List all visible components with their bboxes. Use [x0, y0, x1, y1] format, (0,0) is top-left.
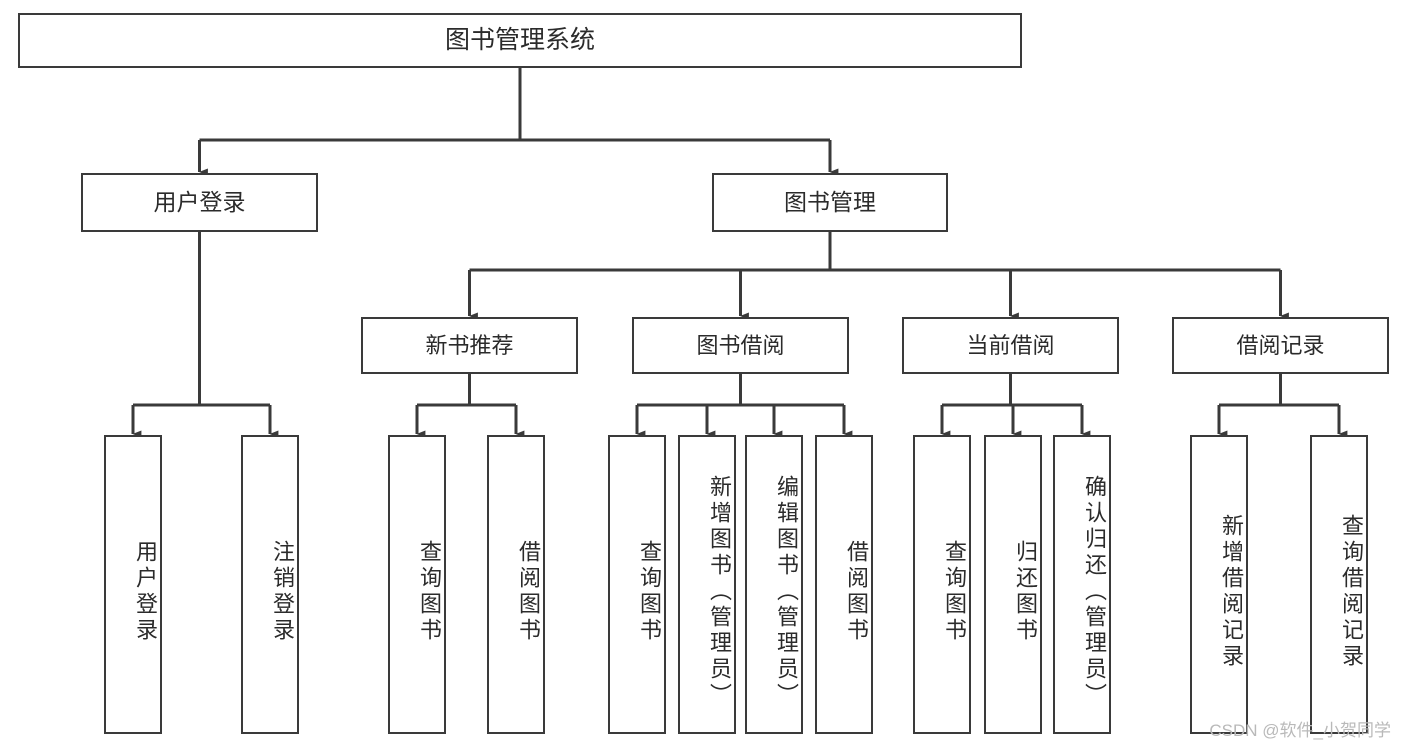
node-leaf-cur-confirm-return[interactable]: 确认归还（管理员） [1053, 435, 1111, 734]
node-label: 查询图书 [637, 539, 662, 644]
node-label: 查询图书 [942, 539, 967, 644]
node-book-borrow[interactable]: 图书借阅 [632, 317, 849, 374]
node-leaf-borrow-lend-book[interactable]: 借阅图书 [815, 435, 873, 734]
node-label: 用户登录 [133, 539, 158, 644]
node-leaf-rec-query-record[interactable]: 查询借阅记录 [1310, 435, 1368, 734]
node-leaf-rec-query-book[interactable]: 查询图书 [388, 435, 446, 734]
node-label: 用户登录 [153, 188, 246, 215]
node-book-manage[interactable]: 图书管理 [712, 173, 948, 232]
node-leaf-cur-query-book[interactable]: 查询图书 [913, 435, 971, 734]
node-label: 查询借阅记录 [1339, 513, 1364, 670]
node-leaf-borrow-edit-book[interactable]: 编辑图书（管理员） [745, 435, 803, 734]
node-label: 借阅图书 [844, 539, 869, 644]
node-root[interactable]: 图书管理系统 [18, 13, 1022, 68]
node-label: 注销登录 [270, 539, 295, 644]
csdn-watermark: CSDN @软件_小贺同学 [1209, 721, 1391, 740]
node-leaf-borrow-query-book[interactable]: 查询图书 [608, 435, 666, 734]
node-label: 归还图书 [1013, 539, 1038, 644]
node-current-borrow[interactable]: 当前借阅 [902, 317, 1119, 374]
node-label: 编辑图书（管理员） [774, 474, 799, 709]
node-label: 图书管理 [784, 188, 876, 215]
node-leaf-user-logout[interactable]: 注销登录 [241, 435, 299, 734]
node-label: 新书推荐 [425, 332, 514, 358]
node-label: 新增借阅记录 [1219, 513, 1244, 670]
node-label: 查询图书 [417, 539, 442, 644]
node-label: 新增图书（管理员） [707, 474, 732, 709]
node-label: 确认归还（管理员） [1082, 474, 1107, 709]
node-leaf-rec-borrow-book[interactable]: 借阅图书 [487, 435, 545, 734]
node-label: 借阅记录 [1236, 332, 1325, 358]
node-label: 图书管理系统 [444, 25, 595, 54]
node-label: 借阅图书 [516, 539, 541, 644]
node-user-login[interactable]: 用户登录 [81, 173, 318, 232]
node-borrow-record[interactable]: 借阅记录 [1172, 317, 1389, 374]
node-leaf-cur-return-book[interactable]: 归还图书 [984, 435, 1042, 734]
node-new-book-recommend[interactable]: 新书推荐 [361, 317, 578, 374]
node-leaf-borrow-add-book[interactable]: 新增图书（管理员） [678, 435, 736, 734]
node-label: 当前借阅 [966, 332, 1055, 358]
node-leaf-user-login[interactable]: 用户登录 [104, 435, 162, 734]
node-label: 图书借阅 [696, 332, 785, 358]
node-leaf-rec-add-record[interactable]: 新增借阅记录 [1190, 435, 1248, 734]
